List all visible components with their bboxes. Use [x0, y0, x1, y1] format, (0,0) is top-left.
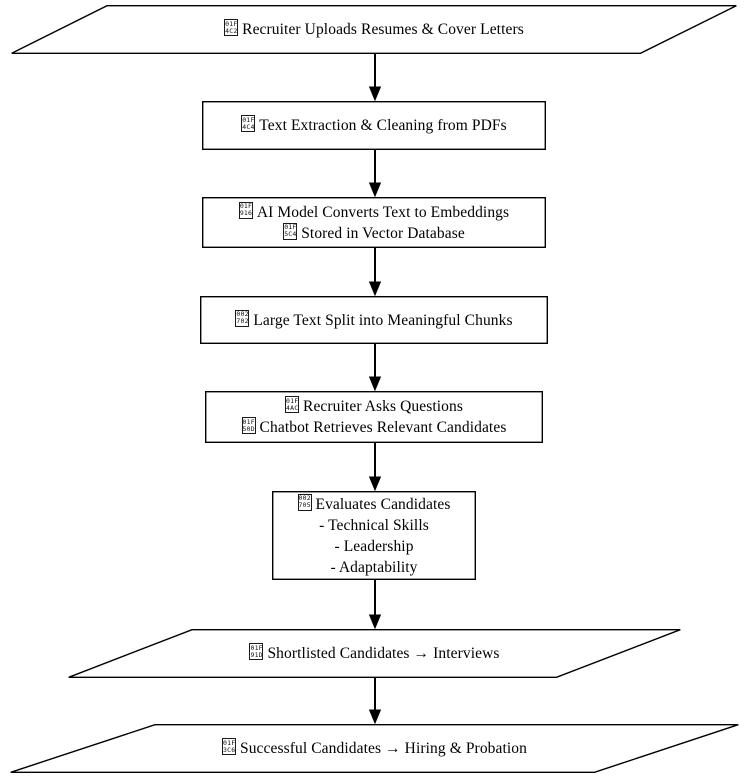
parallelogram-shape [68, 628, 681, 678]
edge-embeddings-to-chunking [368, 248, 382, 297]
rectangle-shape [204, 390, 544, 443]
edge-chunking-to-query [368, 344, 382, 392]
rectangle-shape [199, 295, 549, 344]
rectangle-shape [271, 490, 477, 580]
parallelogram-shape [11, 4, 737, 54]
edge-extraction-to-embeddings [368, 150, 382, 198]
rectangle-shape [201, 100, 547, 150]
edge-evaluate-to-shortlist [368, 580, 382, 630]
rectangle-shape [201, 196, 547, 248]
edge-shortlist-to-hired [368, 678, 382, 725]
parallelogram-shape [10, 723, 739, 773]
edge-upload-to-extraction [368, 53, 382, 102]
edge-query-to-evaluate [368, 443, 382, 492]
